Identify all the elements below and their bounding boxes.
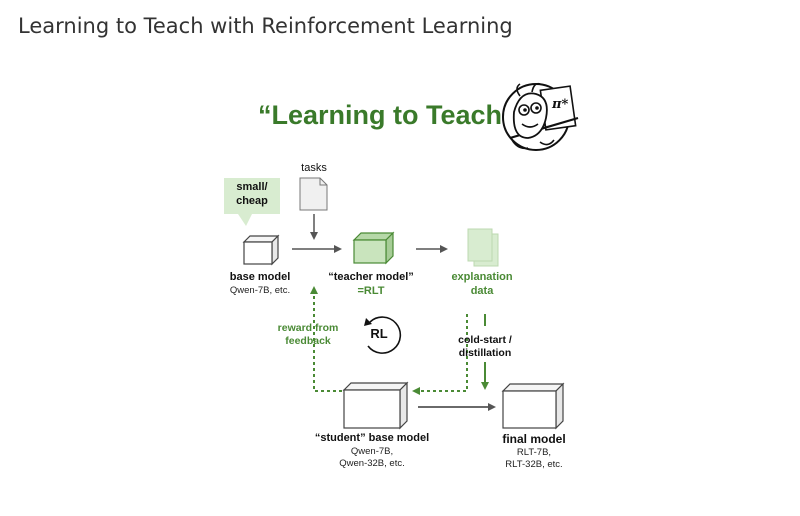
- callout-line1: small/: [236, 181, 268, 193]
- student-model-label: “student” base model Qwen-7B, Qwen-32B, …: [300, 432, 444, 470]
- tasks-document-icon: [299, 177, 328, 211]
- final-model-title: final model: [502, 432, 566, 446]
- reward-line2: feedback: [285, 335, 331, 348]
- explanation-data-icon: [467, 228, 499, 267]
- base-model-label: base model Qwen-7B, etc.: [212, 271, 308, 297]
- teacher-model-label: “teacher model” =RLT: [318, 271, 424, 299]
- student-model-sub2: Qwen-32B, etc.: [339, 458, 405, 470]
- final-model-sub1: RLT-7B,: [516, 447, 552, 458]
- tasks-label: tasks: [301, 162, 327, 174]
- explanation-data-label: explanation data: [440, 271, 524, 299]
- cold-start-line2: distillation: [458, 347, 512, 360]
- pi-star-symbol: π*: [551, 97, 569, 112]
- base-model-title: base model: [229, 271, 291, 283]
- explanation-line2: data: [470, 284, 494, 297]
- student-model-cube-icon: [342, 381, 409, 430]
- explanation-to-student-arrow: [412, 314, 468, 395]
- reward-feedback-label: reward from feedback: [268, 322, 348, 348]
- diagram-title: “Learning to Teach”: [258, 100, 516, 130]
- page-title: Learning to Teach with Reinforcement Lea…: [18, 14, 513, 38]
- base-model-cube-icon: [242, 234, 280, 266]
- teacher-model-title: “teacher model”: [328, 271, 414, 283]
- small-cheap-callout: [224, 178, 280, 226]
- rl-cycle-icon: [364, 316, 402, 354]
- callout-line2: cheap: [236, 194, 268, 207]
- reward-line1: reward from: [277, 322, 339, 334]
- explanation-line1: explanation: [451, 271, 513, 283]
- teacher-model-cube-icon: [352, 231, 395, 265]
- rl-label: RL: [370, 326, 388, 341]
- base-model-sub: Qwen-7B, etc.: [229, 284, 291, 296]
- final-model-cube-icon: [501, 382, 565, 430]
- student-model-sub1: Qwen-7B,: [350, 445, 394, 457]
- reward-feedback-arrow: [310, 286, 342, 392]
- small-cheap-label: small/ cheap: [224, 181, 280, 209]
- final-model-label: final model RLT-7B, RLT-32B, etc.: [486, 432, 582, 472]
- cold-start-line1: cold-start /: [458, 334, 512, 346]
- final-model-sub2: RLT-32B, etc.: [505, 459, 563, 471]
- teacher-model-sub: =RLT: [357, 284, 385, 297]
- mascot-logo: [502, 82, 579, 151]
- cold-start-label: cold-start / distillation: [452, 334, 518, 360]
- student-model-title: “student” base model: [314, 432, 430, 444]
